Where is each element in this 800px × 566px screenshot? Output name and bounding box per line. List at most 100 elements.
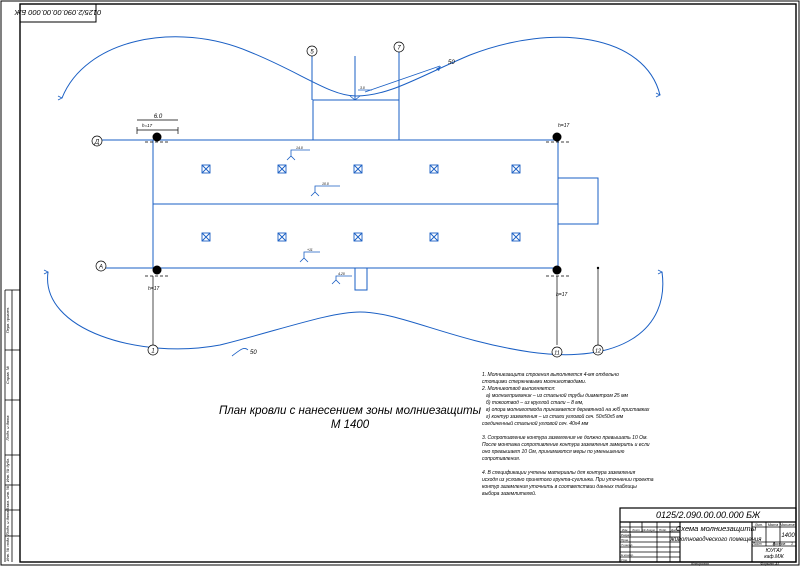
title-block-nkontr: Н.контр. — [621, 553, 634, 557]
note-2b: б) токоотвод – из круглой стали – 8 мм, — [486, 399, 584, 406]
title-block-sheets-count: 1 — [791, 542, 793, 546]
title-block-sign: Подп. — [659, 528, 667, 532]
vent-1 — [201, 164, 211, 174]
note-4a: 4. В спецификации учтены материалы для к… — [482, 470, 636, 476]
building-plan — [101, 52, 599, 291]
title-block-doc: № докум. — [642, 528, 655, 532]
vent-4 — [429, 164, 439, 174]
height-label-bottom-right: h=17 — [556, 292, 567, 298]
mark-roof2-text: 10.0 — [322, 182, 329, 186]
top-left-stamp-text: 0125/2.090.00.00.000 БЖ — [14, 8, 102, 17]
rod-bottom-left — [152, 265, 162, 275]
drawing-title-line2: М 1400 — [331, 419, 370, 431]
elevation-marks — [286, 149, 352, 285]
title-block-org-line1: ЮУГАУ — [766, 548, 784, 554]
height-label-top-left: h=17 — [142, 123, 153, 128]
zone-curve-top — [61, 36, 661, 99]
axis-label-11: 11 — [554, 351, 560, 357]
title-block-code: 0125/2.090.00.00.000 БЖ — [656, 510, 761, 520]
axis-label-12: 12 — [595, 349, 601, 355]
height-label-top-right: h=17 — [558, 123, 569, 129]
margin-podp-data2-label: Подп. и дата — [5, 510, 10, 536]
vent-10 — [511, 232, 521, 242]
title-block-prov: Пров. — [621, 538, 629, 542]
mark-roof1-text: 14.0 — [296, 146, 303, 150]
top-left-stamp: 0125/2.090.00.00.000 БЖ — [14, 3, 102, 23]
margin-vzam-inv-label: Взам. инв. № — [5, 485, 10, 510]
margin-sprav-label: Справ. № — [5, 365, 10, 384]
margin-perv-label: Перв. примен. — [5, 307, 10, 334]
zone-curve-bottom — [47, 271, 664, 356]
title-block-mass-label: Масса — [768, 523, 778, 527]
vent-2 — [277, 164, 287, 174]
lightning-rods — [145, 132, 600, 345]
note-4c: контур заземления уточнить в соответстви… — [482, 484, 637, 490]
axis-label-d: Д — [94, 140, 100, 146]
rod-bottom-right — [552, 265, 562, 275]
vent-6 — [201, 232, 211, 242]
annex-right — [557, 177, 599, 225]
annex-bottom — [354, 267, 368, 291]
title-block-org-line2: каф.МЖ — [764, 554, 784, 560]
axis-bubbles — [91, 41, 604, 358]
title-block-date: Дата — [670, 528, 679, 532]
annex-top — [312, 99, 400, 141]
note-3d: сопротивления. — [482, 456, 520, 462]
note-4d: выбора заземлителей. — [482, 490, 536, 497]
vent-5 — [511, 164, 521, 174]
axis-bubble-11 — [551, 346, 563, 358]
note-4b: исходя из условно принятого грунта-сугли… — [482, 477, 654, 483]
dimension-6-0-text: 6.0 — [154, 114, 163, 120]
left-margin-strip: Перв. примен. Справ. № Подп. и дата Инв.… — [4, 289, 20, 562]
note-2: 2. Молниеотвод выполняется: — [481, 386, 556, 392]
title-block-name-line1: Схема молниезащиты — [676, 524, 757, 533]
title-block-sheet-label: Лист — [751, 542, 761, 546]
margin-inv-dubl-label: Инв. № дубл. — [5, 458, 10, 483]
title-block — [619, 507, 797, 563]
radius-bottom-text: 50 — [250, 350, 257, 356]
axis-bubble-d — [91, 135, 103, 147]
axis-bubble-7 — [393, 41, 405, 53]
vent-3 — [353, 164, 363, 174]
margin-inv-podl-label: Инв. № подл. — [5, 537, 10, 562]
rod-top-right — [552, 132, 562, 142]
axis-label-1: 1 — [151, 349, 154, 355]
note-3b: После монтажа сопротивление контура зазе… — [482, 442, 650, 448]
mark-roof3-text: +11 — [307, 248, 313, 252]
title-block-tkontr: Т.контр. — [621, 543, 633, 547]
rod-top-left — [152, 132, 162, 142]
title-block-scale: 1400 — [781, 533, 795, 539]
note-3c: оно превышает 10 Ом, принимаются меры по… — [482, 449, 625, 455]
roof-vents — [201, 164, 521, 242]
axis-label-5: 5 — [310, 50, 314, 56]
margin-podp-data1-label: Подп. и дата — [5, 415, 10, 441]
axis-label-7: 7 — [397, 46, 401, 52]
vent-9 — [429, 232, 439, 242]
protection-zone — [43, 36, 664, 356]
title-block-format: Формат А1 — [760, 562, 779, 566]
radius-top-text: 50 — [448, 60, 455, 66]
note-3a: 3. Сопротивление контура заземления не д… — [482, 435, 648, 441]
title-block-stage-label: Лит. — [754, 523, 763, 527]
title-block-utv: Утв. — [621, 558, 628, 562]
title-block-list: Лист — [631, 528, 640, 532]
mark-top-text: 3.0 — [360, 86, 365, 90]
title-block-razrab: Разраб. — [621, 533, 632, 537]
notes-block: 1. Молниезащита строения выполняется 4-м… — [481, 372, 654, 497]
note-2e: соединенный стальной угловой сеч. 40х4 м… — [482, 420, 589, 427]
title-block-sheets-label: Листов — [772, 542, 786, 546]
radius-top: 50 — [436, 60, 455, 71]
title-block-text: 0125/2.090.00.00.000 БЖ Схема молниезащи… — [621, 510, 797, 566]
note-2c: в) опора молниеотвода принимается деревя… — [486, 406, 650, 413]
vent-7 — [277, 232, 287, 242]
vent-8 — [353, 232, 363, 242]
note-1a: 1. Молниезащита строения выполняется 4-м… — [482, 372, 619, 378]
axis-bubble-a — [95, 260, 107, 272]
note-1b: стоящими стержневыми молниеотводами. — [482, 379, 586, 385]
height-label-bottom-left: h=17 — [148, 286, 159, 292]
mark-small-text: 4.20 — [338, 272, 345, 276]
note-2a: а) молниеприемник – из стальной трубы ди… — [486, 392, 629, 399]
radius-bottom: 50 — [231, 348, 257, 357]
axis-bubble-12 — [592, 344, 604, 356]
